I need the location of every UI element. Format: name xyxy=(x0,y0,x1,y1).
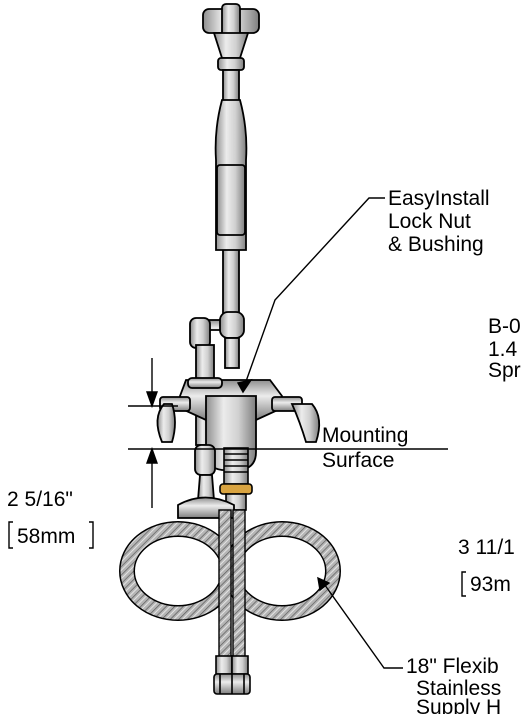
hose-label-line1: 18" Flexib xyxy=(406,655,499,678)
supply-hoses xyxy=(119,509,341,661)
hose-label-line2: Stainless xyxy=(416,677,501,700)
dim-left-inches: 2 5/16" xyxy=(7,488,73,511)
easyinstall-label-line3: & Bushing xyxy=(388,233,484,256)
hose-end-fittings xyxy=(213,655,251,695)
easyinstall-leader xyxy=(236,197,385,394)
dim-right-mm-bracket xyxy=(461,571,466,597)
spray-label-line1: B-0 xyxy=(488,315,521,338)
dim-right-mm: 93m xyxy=(470,573,511,596)
elbow-connection xyxy=(189,311,245,369)
spray-label-line2: 1.4 xyxy=(488,338,518,361)
mounting-label-line2: Surface xyxy=(322,449,394,472)
hose-leader xyxy=(317,576,403,669)
spray-valve-head xyxy=(202,3,260,71)
easyinstall-label-line1: EasyInstall xyxy=(388,187,490,210)
dim-left-mm-brackets xyxy=(8,521,94,549)
left-dimension-arrows xyxy=(146,358,158,508)
riser-pipe xyxy=(214,69,248,316)
mounting-label-line1: Mounting xyxy=(322,424,408,447)
dim-left-mm: 58mm xyxy=(17,525,75,548)
easyinstall-label-line2: Lock Nut xyxy=(388,210,471,233)
mounting-shank xyxy=(219,447,253,511)
hose-label-line3: Supply H xyxy=(416,696,501,714)
faucet-body xyxy=(156,344,321,471)
spray-label-line3: Spr xyxy=(488,359,521,382)
dim-right-inches: 3 11/1 xyxy=(458,536,515,559)
